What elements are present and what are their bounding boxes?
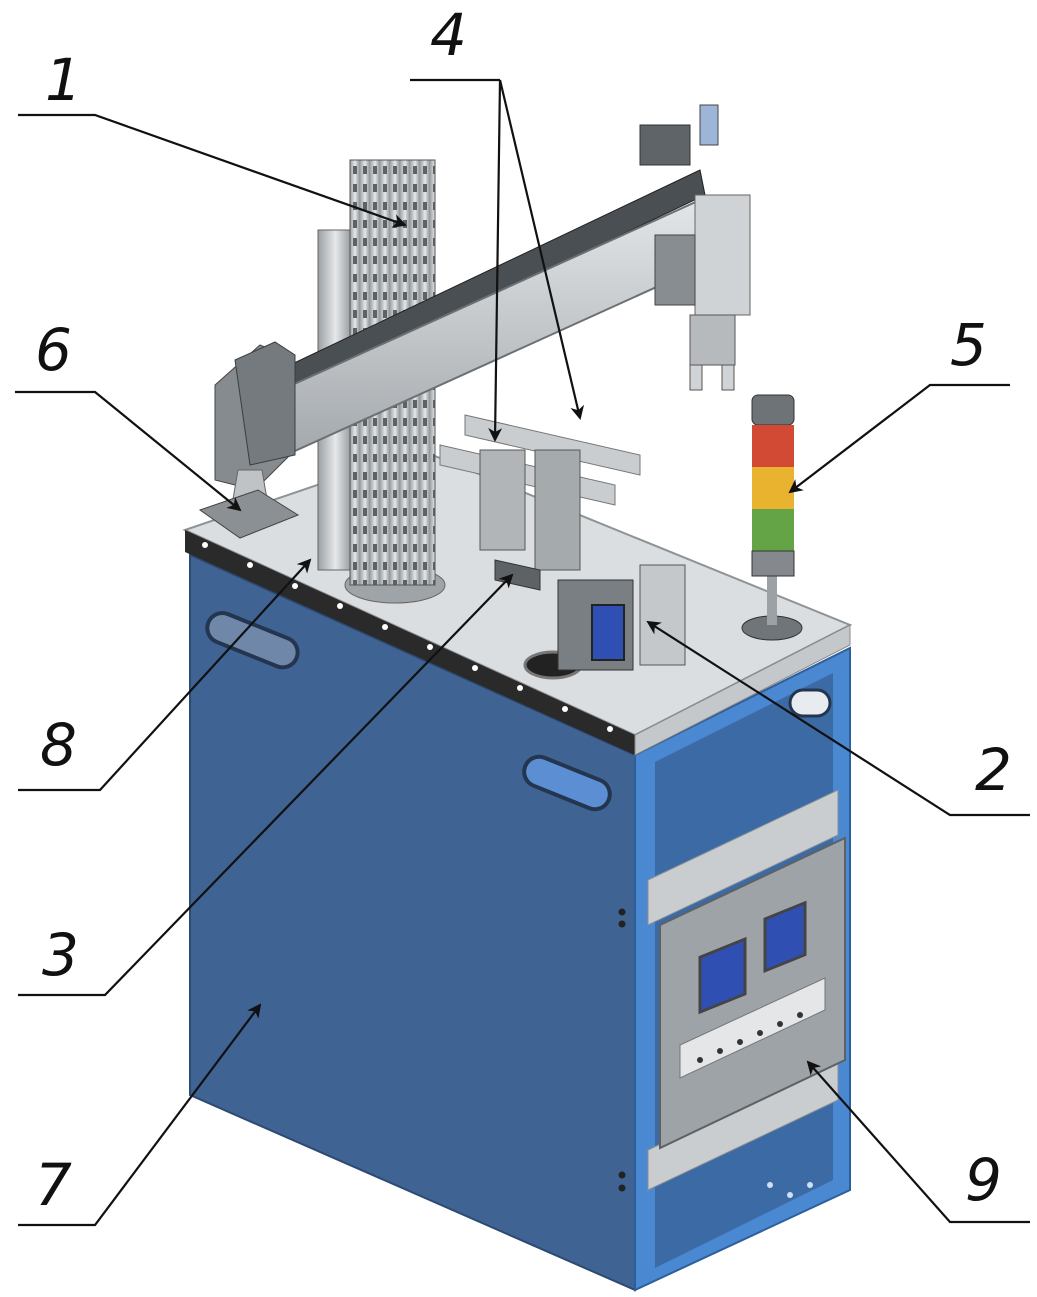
gripper-body (689, 314, 736, 366)
handle-cutout (205, 611, 300, 670)
controller-screen (591, 604, 625, 661)
gripper-jaw (689, 364, 703, 391)
gripper-jaw (721, 364, 735, 391)
signal-tower (741, 394, 803, 641)
control-unit (557, 564, 686, 671)
sensor (699, 104, 719, 146)
leader-2 (646, 620, 1030, 817)
callout-4: 4 (430, 1, 467, 69)
callout-2: 2 (975, 736, 1012, 804)
axis-block (654, 234, 696, 306)
fixing (618, 1184, 626, 1192)
leader-3 (18, 573, 514, 997)
light-green (752, 509, 794, 551)
profile-rail (464, 414, 641, 476)
leader-lines (15, 78, 1030, 1227)
drive-motor (234, 341, 296, 466)
panel-screen (763, 900, 807, 974)
fixing (618, 908, 626, 916)
guide-profiles (439, 414, 641, 591)
controller-module (639, 564, 686, 666)
tower-cap (751, 394, 795, 426)
callout-labels: 1 2 3 4 5 6 7 8 9 (35, 1, 1012, 1219)
support-bracket (534, 449, 581, 571)
edge-fasteners (202, 542, 613, 732)
din-rail-area (679, 977, 826, 1079)
plate-edge (634, 624, 851, 756)
handle-cutout (788, 688, 832, 718)
rail (647, 789, 839, 926)
leader-5 (788, 383, 1010, 494)
handle-cutout (522, 754, 612, 812)
mount-plate (198, 489, 300, 539)
fixing (618, 920, 626, 928)
floor-holes (767, 1182, 813, 1198)
callout-5: 5 (950, 311, 987, 379)
support-bracket (479, 449, 526, 551)
cabinet (189, 553, 851, 1292)
callout-7: 7 (35, 1151, 72, 1219)
terminal-sockets (697, 1012, 803, 1063)
tower-bottom (751, 550, 795, 577)
callout-1: 1 (45, 46, 82, 114)
carriage (639, 124, 691, 166)
panel-screen (698, 936, 747, 1015)
light-yellow (752, 467, 794, 509)
leader-9 (806, 1060, 1030, 1224)
leader-7 (18, 1003, 262, 1227)
vertical-axis (694, 194, 751, 316)
fixing (618, 1171, 626, 1179)
callout-9: 9 (965, 1146, 1002, 1214)
leader-4a (488, 79, 503, 442)
callout-6: 6 (35, 316, 72, 384)
leader-4b (498, 79, 585, 420)
leader-6 (15, 390, 242, 512)
callout-8: 8 (40, 711, 77, 779)
light-red (752, 425, 794, 467)
tower-pole (767, 575, 777, 625)
leader-8 (18, 558, 312, 792)
leader-1 (18, 113, 407, 228)
callout-3: 3 (42, 921, 79, 989)
